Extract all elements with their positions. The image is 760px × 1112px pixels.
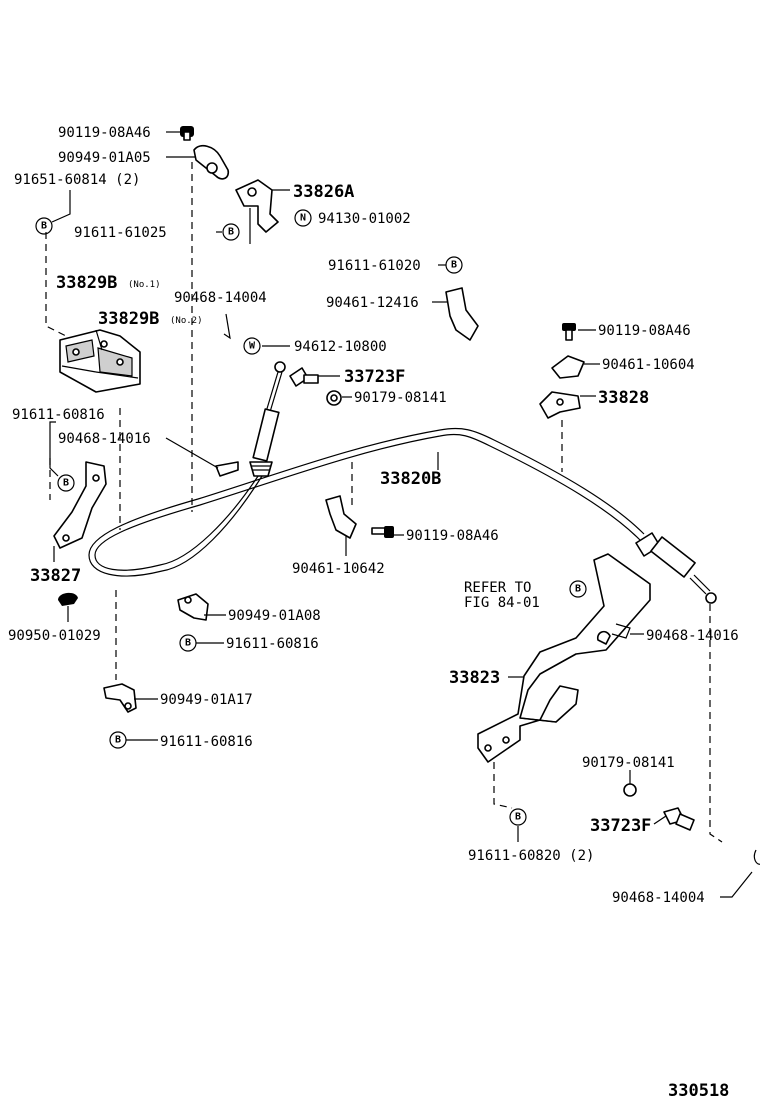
- label-33828: 33828: [598, 388, 649, 408]
- label-33829b-no1: 33829B: [56, 273, 117, 293]
- label-91611-60820: 91611-60820 (2): [468, 848, 594, 864]
- symbol-b-91611-61020: B: [445, 256, 463, 274]
- label-33823: 33823: [449, 668, 500, 688]
- label-90468-14016-right: 90468-14016: [646, 628, 739, 644]
- symbol-n-94130-01002: N: [294, 209, 312, 227]
- label-33829b-no2-note: (No.2): [170, 316, 203, 326]
- symbol-b-91611-60816-left: B: [57, 474, 75, 492]
- symbol-b-91611-60816-mid: B: [179, 634, 197, 652]
- symbol-w-94612-10800: W: [243, 337, 261, 355]
- svg-text:B: B: [575, 584, 581, 595]
- clamp-90949-01a17: [103, 683, 137, 713]
- nut-90179-08141-top: [326, 390, 342, 406]
- clamp-90461-12416: [445, 287, 479, 341]
- clamp-90949-01a08: [177, 593, 209, 621]
- label-94130-01002: 94130-01002: [318, 211, 411, 227]
- svg-text:N: N: [300, 213, 306, 224]
- label-91611-60816-mid: 91611-60816: [226, 636, 319, 652]
- bolt-90119-08a46-right: [562, 323, 576, 341]
- label-90119-08a46-right: 90119-08A46: [598, 323, 691, 339]
- bracket-33828: [539, 391, 581, 419]
- nut-33723f-top: [289, 367, 319, 387]
- label-33723f-top: 33723F: [344, 367, 405, 387]
- bolt-90119-08a46-top: [180, 126, 194, 141]
- label-33826a: 33826A: [293, 182, 354, 202]
- part-labels: 90119-08A46 90949-01A05 91651-60814 (2) …: [8, 125, 739, 1101]
- label-90468-14004-bottom: 90468-14004: [612, 890, 705, 906]
- svg-text:B: B: [451, 260, 457, 271]
- label-33820b: 33820B: [380, 469, 441, 489]
- clip-90468-14016-left: [215, 461, 239, 477]
- clamp-90949-01a05: [193, 144, 230, 180]
- label-refer-line2: FIG 84-01: [464, 595, 540, 611]
- bracket-33827: [53, 461, 107, 549]
- svg-text:W: W: [249, 341, 256, 352]
- clamp-90461-10604: [551, 355, 585, 379]
- pedal-33823: [477, 553, 651, 763]
- clip-90468-14016-right: [611, 623, 631, 639]
- svg-text:B: B: [185, 638, 191, 649]
- label-90950-01029: 90950-01029: [8, 628, 101, 644]
- svg-text:B: B: [228, 227, 234, 238]
- bolt-90119-08a46-mid: [371, 526, 394, 538]
- symbol-b-91611-60816-bottom: B: [109, 731, 127, 749]
- bolt-33723f-bottom: [663, 807, 695, 831]
- label-33827: 33827: [30, 566, 81, 586]
- label-33829b-no1-note: (No.1): [128, 280, 161, 290]
- svg-text:B: B: [515, 812, 521, 823]
- svg-text:B: B: [41, 221, 47, 232]
- label-90949-01a17: 90949-01A17: [160, 692, 253, 708]
- diagram-number: 330518: [668, 1081, 729, 1101]
- bracket-33826a: [235, 179, 279, 244]
- cable-33820b: [88, 361, 717, 604]
- symbol-b-91611-61025: B: [222, 223, 240, 241]
- label-90949-01a08: 90949-01A08: [228, 608, 321, 624]
- label-33723f-bottom: 33723F: [590, 816, 651, 836]
- label-90468-14016-left: 90468-14016: [58, 431, 151, 447]
- label-90119-08a46-top: 90119-08A46: [58, 125, 151, 141]
- symbol-b-91611-60820: B: [509, 808, 527, 826]
- label-90461-10604: 90461-10604: [602, 357, 695, 373]
- svg-text:B: B: [115, 735, 121, 746]
- nut-90179-08141-bottom: [623, 783, 637, 797]
- label-90949-01a05: 90949-01A05: [58, 150, 151, 166]
- symbol-b-refer: B: [569, 580, 587, 598]
- label-90179-08141-top: 90179-08141: [354, 390, 447, 406]
- clip-90468-14004-bottom: [753, 849, 760, 865]
- clamp-90461-10642: [325, 495, 357, 539]
- label-33829b-no2: 33829B: [98, 309, 159, 329]
- symbol-b-91651-60814: B: [35, 217, 53, 235]
- label-94612-10800: 94612-10800: [294, 339, 387, 355]
- bracket-33829b: [59, 329, 141, 393]
- label-90461-12416: 90461-12416: [326, 295, 419, 311]
- label-90179-08141-bottom: 90179-08141: [582, 755, 675, 771]
- plug-90950-01029: [58, 592, 78, 606]
- clip-90468-14004-top: [223, 313, 231, 340]
- label-91611-60816-bottom: 91611-60816: [160, 734, 253, 750]
- svg-text:B: B: [63, 478, 69, 489]
- label-91611-60816-left: 91611-60816: [12, 407, 105, 423]
- label-90468-14004-top: 90468-14004: [174, 290, 267, 306]
- label-91611-61025: 91611-61025: [74, 225, 167, 241]
- label-91611-61020: 91611-61020: [328, 258, 421, 274]
- label-91651-60814: 91651-60814 (2): [14, 172, 140, 188]
- label-90461-10642: 90461-10642: [292, 561, 385, 577]
- leader-lines: [49, 131, 753, 898]
- label-refer-line1: REFER TO: [464, 580, 531, 596]
- label-90119-08a46-mid: 90119-08A46: [406, 528, 499, 544]
